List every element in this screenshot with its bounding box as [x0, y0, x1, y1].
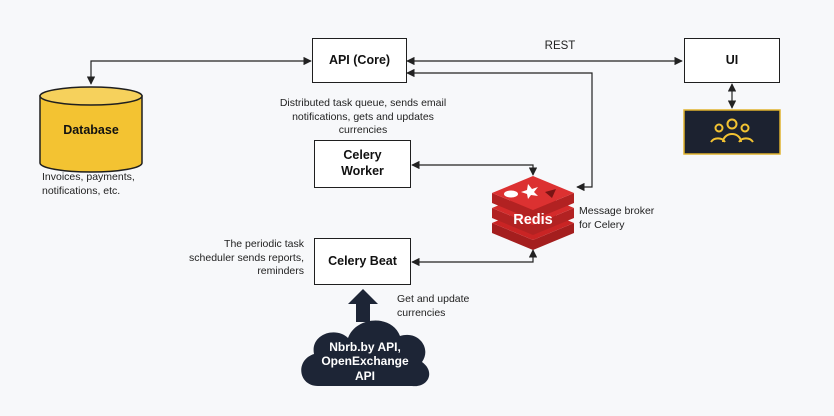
api-core-node: API (Core) — [312, 38, 407, 83]
external-api-label: Nbrb.by API, OpenExchange API — [321, 340, 409, 383]
ui-node: UI — [684, 38, 780, 83]
cloud-icon — [301, 320, 430, 387]
celery-worker-node: Celery Worker — [314, 140, 411, 188]
api-redis-connector — [406, 68, 593, 192]
api-database-connector — [86, 56, 312, 85]
rest-label: REST — [544, 40, 576, 52]
beat-note: The periodic task scheduler sends report… — [189, 238, 304, 278]
currencies-note: Get and update currencies — [397, 293, 470, 319]
database-label: Database — [63, 123, 119, 137]
cloud-up-arrow — [348, 289, 378, 322]
connectors — [86, 56, 737, 267]
redis-note: Message broker for Celery — [579, 205, 655, 231]
database-note: Invoices, payments, notifications, etc. — [42, 171, 135, 197]
redis-label: Redis — [513, 212, 553, 228]
celery-beat-node: Celery Beat — [314, 238, 411, 285]
worker-note: Distributed task queue, sends email noti… — [279, 97, 447, 137]
database-cylinder — [39, 86, 143, 173]
users-group-icon — [710, 118, 754, 143]
beat-redis-connector — [411, 249, 538, 267]
worker-redis-connector — [411, 160, 538, 176]
users-panel — [683, 109, 781, 155]
